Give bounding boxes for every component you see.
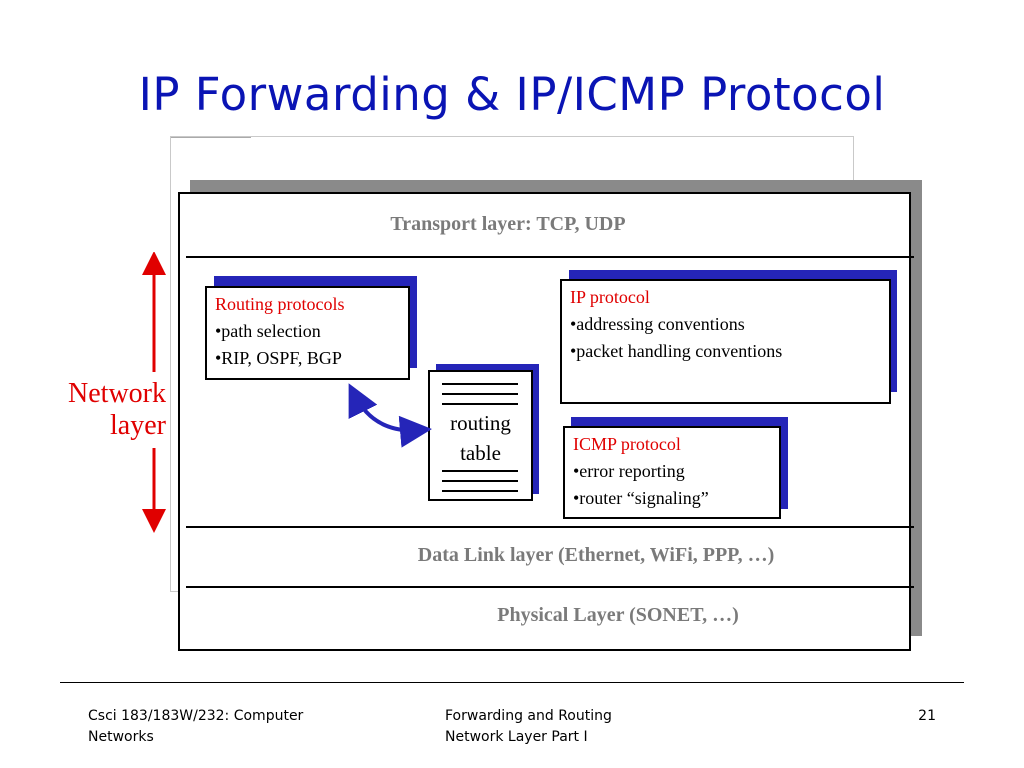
- footer-course-line: Networks: [88, 729, 154, 745]
- protocol-stack-box: [178, 192, 911, 651]
- network-layer-label-line: Network: [68, 378, 166, 409]
- icmp-protocol-title: ICMP protocol: [573, 434, 681, 454]
- data-link-layer-top-divider: [186, 526, 914, 528]
- routing-table-label-line: table: [460, 441, 501, 465]
- routing-protocols-item: •path selection: [215, 321, 321, 341]
- ip-protocol-item: •packet handling conventions: [570, 341, 783, 361]
- transport-layer-divider: [186, 256, 914, 258]
- physical-layer-divider: [186, 586, 914, 588]
- image-frame-caption-mark: [171, 137, 251, 144]
- routing-table-line: [442, 393, 518, 395]
- routing-protocols-box: Routing protocols •path selection •RIP, …: [205, 286, 410, 380]
- routing-table-line: [442, 470, 518, 472]
- footer-course: Csci 183/183W/232: Computer Networks: [88, 706, 388, 748]
- routing-protocols-item: •RIP, OSPF, BGP: [215, 348, 342, 368]
- routing-protocols-title: Routing protocols: [215, 294, 345, 314]
- network-layer-bracket-arrow: [142, 252, 166, 533]
- slide-title: IP Forwarding & IP/ICMP Protocol: [138, 68, 886, 121]
- ip-protocol-title: IP protocol: [570, 287, 650, 307]
- ip-protocol-box: IP protocol •addressing conventions •pac…: [560, 279, 891, 404]
- routing-table-label-line: routing: [450, 411, 511, 435]
- routing-table-line: [442, 480, 518, 482]
- footer-divider: [60, 682, 964, 683]
- icmp-protocol-box: ICMP protocol •error reporting •router “…: [563, 426, 781, 519]
- footer-topic-line: Network Layer Part I: [445, 729, 588, 745]
- routing-table-link-arrow: [348, 383, 432, 448]
- data-link-layer-label: Data Link layer (Ethernet, WiFi, PPP, …): [417, 544, 775, 566]
- icmp-protocol-item: •error reporting: [573, 461, 685, 481]
- transport-layer-label: Transport layer: TCP, UDP: [390, 213, 626, 235]
- routing-table-line: [442, 490, 518, 492]
- footer-course-line: Csci 183/183W/232: Computer: [88, 708, 304, 724]
- routing-table-label: routing table: [430, 408, 531, 468]
- page-number: 21: [918, 708, 936, 724]
- ip-protocol-item: •addressing conventions: [570, 314, 745, 334]
- network-layer-label: Network layer: [40, 378, 166, 442]
- network-layer-label-line: layer: [110, 410, 166, 441]
- routing-table-box: routing table: [428, 370, 533, 501]
- icmp-protocol-item: •router “signaling”: [573, 488, 709, 508]
- physical-layer-label: Physical Layer (SONET, …): [497, 604, 739, 626]
- footer-topic-line: Forwarding and Routing: [445, 708, 612, 724]
- footer-topic: Forwarding and Routing Network Layer Par…: [445, 706, 705, 748]
- routing-table-line: [442, 383, 518, 385]
- routing-table-line: [442, 403, 518, 405]
